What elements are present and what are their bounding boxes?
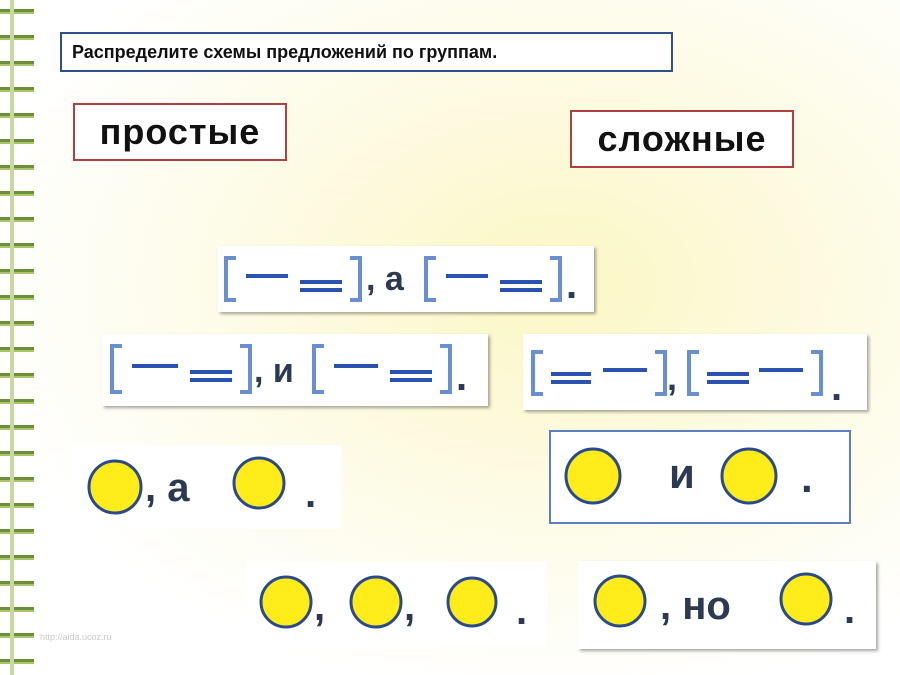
clause-circle	[446, 576, 498, 628]
bracket-open	[110, 344, 122, 394]
bracket-close	[240, 344, 252, 394]
scheme-card-1[interactable]: , а .	[218, 246, 594, 312]
scheme-4-end: .	[305, 472, 316, 516]
bracket-open	[312, 344, 324, 394]
instruction-text: Распределите схемы предложений по группа…	[72, 41, 498, 62]
group-complex-label[interactable]: сложные	[570, 110, 794, 168]
scheme-4-graphic: , а .	[87, 456, 316, 516]
bracket-open	[224, 256, 236, 302]
scheme-1-conj: , а	[366, 260, 405, 298]
group-simple-label[interactable]: простые	[73, 103, 287, 161]
clause-circle	[593, 574, 647, 628]
scheme-2-graphic: , и .	[110, 344, 467, 399]
scheme-5-end: .	[801, 454, 813, 501]
bracket-open	[687, 350, 699, 396]
scheme-4-conj: , а	[145, 466, 190, 510]
clause-circle	[720, 447, 778, 505]
scheme-card-3[interactable]: , .	[523, 334, 867, 410]
scheme-card-5[interactable]: и .	[549, 430, 851, 524]
clause-circle	[349, 575, 403, 629]
notebook-spiral	[0, 0, 34, 675]
clause-circle	[87, 459, 143, 515]
scheme-3-graphic: , .	[531, 350, 842, 409]
scheme-6-graphic: , , .	[259, 575, 527, 633]
bracket-close	[655, 350, 667, 396]
scheme-card-2[interactable]: , и .	[102, 334, 488, 406]
bracket-close	[440, 344, 452, 394]
scheme-1-end: .	[566, 263, 577, 307]
scheme-2-conj: , и	[254, 352, 294, 390]
bracket-close	[350, 256, 362, 302]
clause-circle	[232, 456, 286, 510]
scheme-5-conj: и	[669, 450, 695, 497]
scheme-5-graphic: и .	[564, 447, 813, 505]
scheme-7-graphic: , но .	[593, 572, 855, 632]
clause-circle	[259, 575, 313, 629]
scheme-7-conj: , но	[660, 584, 731, 628]
scheme-6-comma2: ,	[404, 585, 415, 629]
scheme-7-end: .	[844, 588, 855, 632]
bracket-close	[550, 256, 562, 302]
scheme-6-comma1: ,	[314, 585, 325, 629]
scheme-1-graphic: , а .	[224, 256, 577, 307]
bracket-open	[424, 256, 436, 302]
scheme-3-end: .	[831, 365, 842, 409]
clause-circle	[564, 447, 622, 505]
scheme-2-end: .	[456, 355, 467, 399]
scheme-card-7[interactable]: , но .	[578, 561, 876, 649]
scheme-3-comma: ,	[667, 357, 677, 398]
instruction-box: Распределите схемы предложений по группа…	[60, 32, 673, 72]
bracket-close	[811, 350, 823, 396]
scheme-card-4[interactable]: , а .	[73, 445, 341, 529]
scheme-card-6[interactable]: , , .	[246, 562, 546, 646]
bracket-open	[531, 350, 543, 396]
clause-circle	[779, 572, 833, 626]
group-simple-text: простые	[99, 111, 261, 152]
group-complex-text: сложные	[597, 118, 767, 159]
watermark: http://aida.ucoz.ru	[40, 632, 112, 642]
scheme-6-end: .	[516, 589, 527, 633]
